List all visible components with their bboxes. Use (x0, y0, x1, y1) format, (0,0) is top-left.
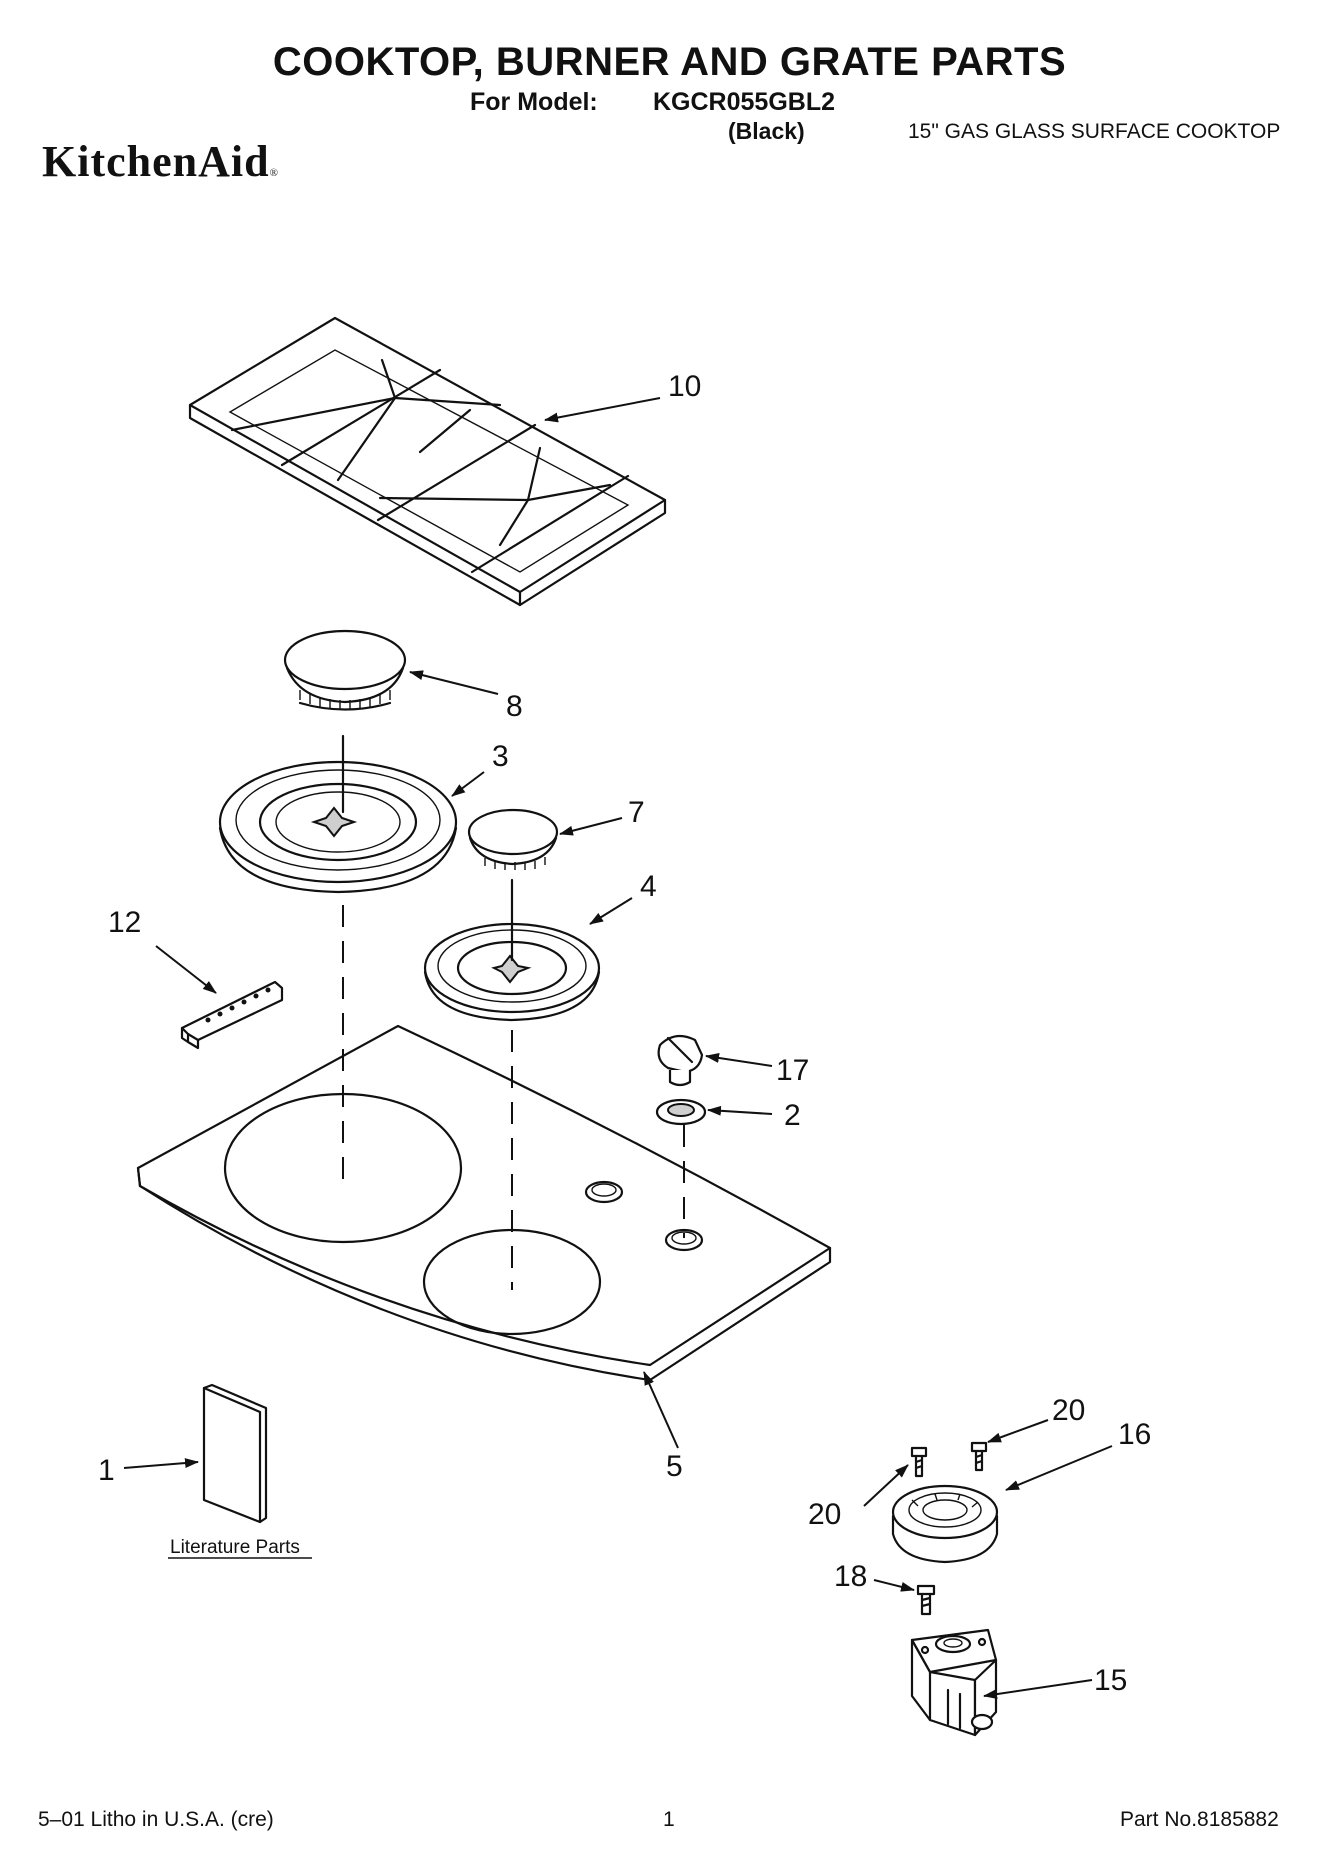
screw-part-20-right (970, 1441, 988, 1472)
callout-18: 18 (834, 1560, 867, 1593)
color-note: (Black) (728, 118, 805, 144)
bracket-part-12 (180, 980, 284, 1050)
literature-parts-label: Literature Parts (170, 1537, 300, 1558)
bezel-part-2 (655, 1098, 707, 1126)
callout-4: 4 (640, 870, 657, 903)
callout-17: 17 (776, 1054, 809, 1087)
burner-base-part-3 (218, 760, 458, 894)
screw-part-20-left (910, 1446, 928, 1478)
assembly-center-lines (341, 734, 685, 1290)
burner-cap-part-8 (283, 629, 407, 711)
literature-label-group: Literature Parts (168, 1537, 312, 1559)
footer-page-number: 1 (663, 1808, 675, 1831)
page-title: COOKTOP, BURNER AND GRATE PARTS (272, 40, 1067, 84)
brand-name: KitchenAid (42, 137, 270, 186)
product-description: 15" GAS GLASS SURFACE COOKTOP (908, 120, 1281, 143)
callout-3: 3 (492, 740, 509, 773)
leader-arrows (123, 397, 1113, 1700)
brand-logo: KitchenAid® (42, 136, 279, 187)
callout-20-top: 20 (1052, 1394, 1085, 1427)
callout-numbers: 10 8 3 7 4 12 17 2 1 5 20 16 20 18 15 (98, 370, 1151, 1697)
literature-part-1 (202, 1383, 268, 1524)
cooktop-part-5 (136, 1024, 832, 1382)
callout-5: 5 (666, 1450, 683, 1483)
callout-8: 8 (506, 690, 523, 723)
callout-7: 7 (628, 796, 645, 829)
grate-part-10 (188, 316, 667, 607)
callout-15: 15 (1094, 1664, 1127, 1697)
registered-mark: ® (269, 167, 279, 179)
callout-20-left: 20 (808, 1498, 841, 1531)
callout-12: 12 (108, 906, 141, 939)
callout-1: 1 (98, 1454, 115, 1487)
burner-cap-part-7 (467, 808, 559, 870)
model-number: KGCR055GBL2 (653, 88, 835, 116)
callout-16: 16 (1118, 1418, 1151, 1451)
burner-head-part-16 (891, 1484, 999, 1564)
model-label: For Model: (470, 88, 598, 116)
footer-litho: 5–01 Litho in U.S.A. (cre) (38, 1808, 274, 1831)
footer-part-number: Part No.8185882 (1120, 1808, 1279, 1831)
callout-2: 2 (784, 1099, 801, 1132)
callout-10: 10 (668, 370, 701, 403)
screw-part-18 (916, 1584, 936, 1616)
valve-part-15 (910, 1628, 998, 1737)
knob-part-17 (657, 1034, 704, 1087)
